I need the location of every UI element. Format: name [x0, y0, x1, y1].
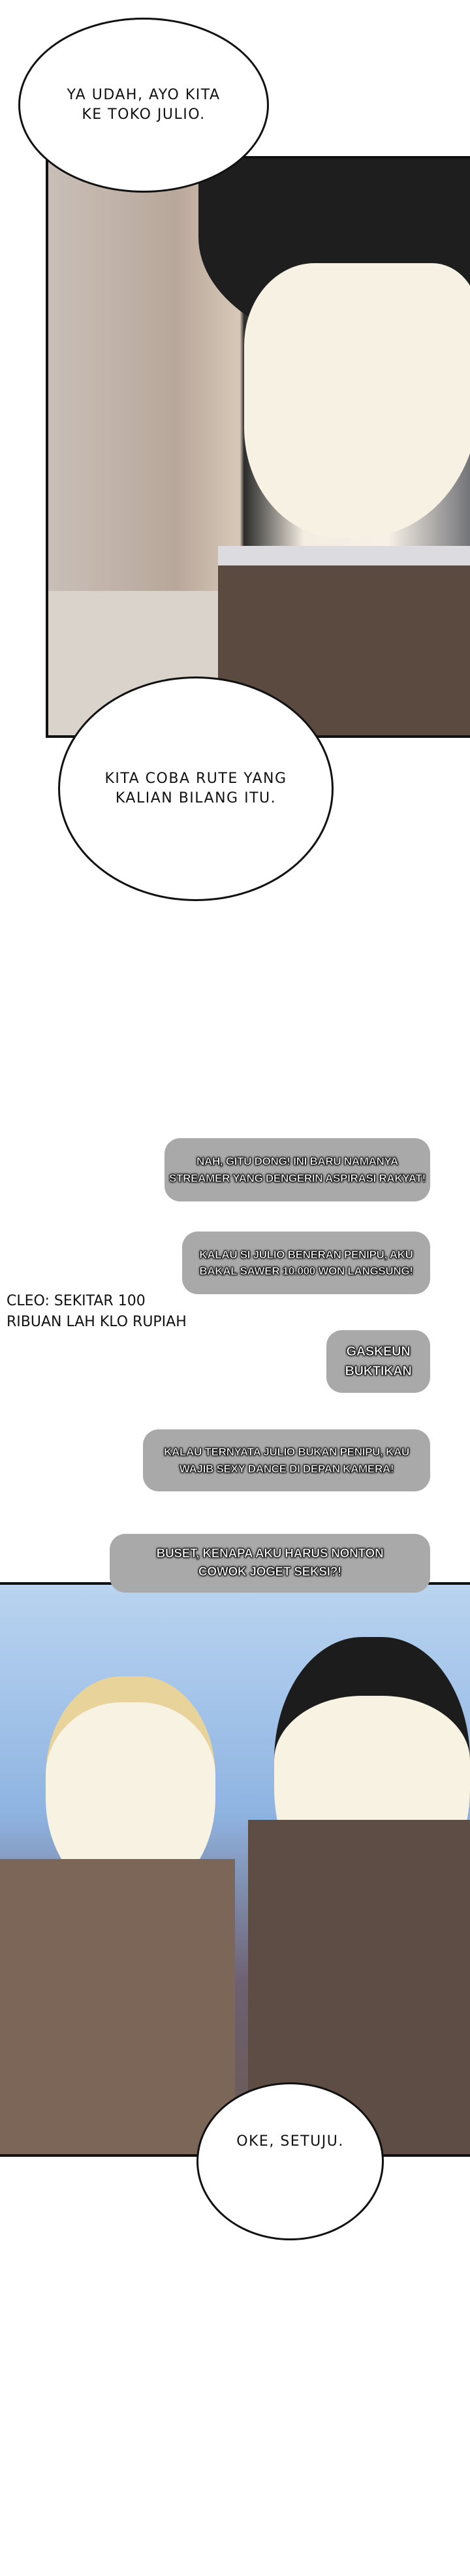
chat-message-4: KALAU TERNYATA JULIO BUKAN PENIPU, KAU W…: [143, 1429, 430, 1491]
translator-note: CLEO: SEKITAR 100 RIBUAN LAH KLO RUPIAH: [7, 1293, 187, 1330]
speech-bubble-3: OKE, SETUJU.: [196, 2082, 384, 2240]
panel-two-characters-sky: [0, 1582, 470, 2157]
blonde-character-coat: [0, 1859, 235, 2154]
chat-message-2: KALAU SI JULIO BENERAN PENIPU, AKU BAKAL…: [182, 1232, 430, 1294]
chat-message-1: NAH, GITU DONG! INI BARU NAMANYA STREAME…: [164, 1138, 430, 1201]
panel-dark-haired-man-street: [46, 156, 470, 738]
speech-bubble-1: YA UDAH, AYO KITA KE TOKO JULIO.: [18, 18, 269, 193]
character-face: [244, 263, 470, 537]
speech-bubble-2: KITA COBA RUTE YANG KALIAN BILANG ITU.: [58, 676, 334, 901]
chat-message-5: BUSET, KENAPA AKU HARUS NONTON COWOK JOG…: [110, 1534, 430, 1593]
chat-message-3: GASKEUN BUKTIKAN: [326, 1330, 430, 1393]
